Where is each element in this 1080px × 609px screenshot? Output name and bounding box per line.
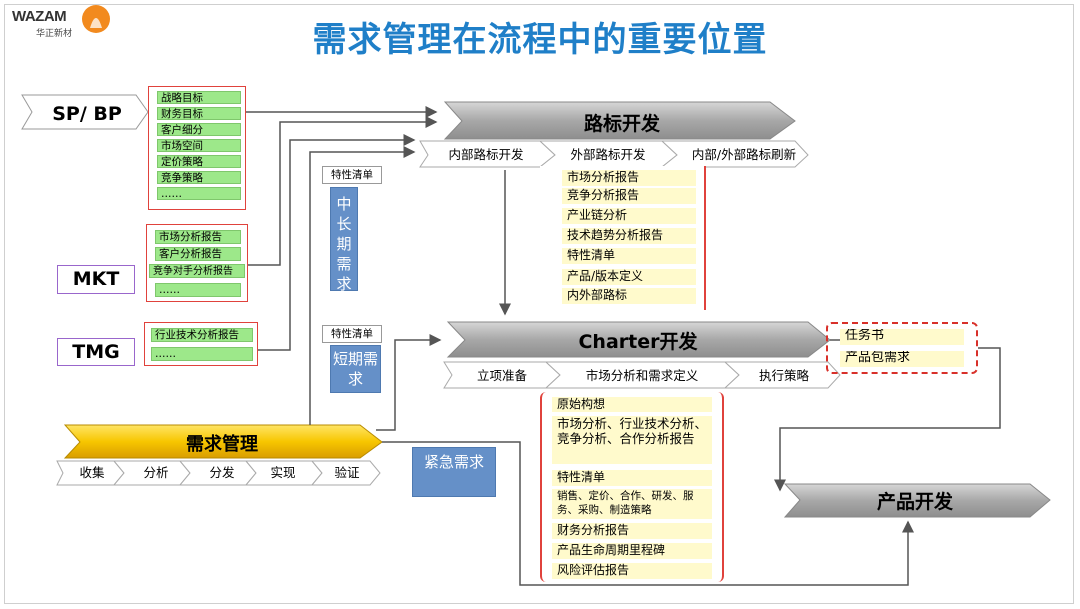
deliverable-task-book: 任务书	[840, 329, 964, 345]
product-dev-title: 产品开发	[877, 490, 954, 513]
roadmap-output: 产品/版本定义	[562, 269, 696, 285]
spbp-items-box: 战略目标 财务目标 客户细分 市场空间 定价策略 竞争策略 ……	[148, 86, 246, 210]
demand-arrow	[63, 424, 383, 459]
demand-step-5-shape	[310, 460, 381, 486]
roadmap-step-3-shape	[660, 140, 809, 168]
urgent-demand-box: 紧急需求	[412, 447, 496, 497]
product-dev-arrow	[783, 483, 1051, 518]
charter-step-2: 市场分析和需求定义	[586, 368, 699, 383]
roadmap-output: 竞争分析报告	[562, 188, 696, 204]
mkt-item: 客户分析报告	[155, 247, 241, 261]
mkt-item: 市场分析报告	[155, 230, 241, 244]
logo-subtitle: 华正新材	[36, 29, 73, 39]
charter-output: 产品生命周期里程碑	[552, 543, 712, 559]
spbp-item: 定价策略	[157, 155, 241, 168]
demand-step-4: 实现	[270, 465, 295, 480]
charter-output: 财务分析报告	[552, 523, 712, 539]
slide-frame	[4, 4, 1074, 604]
demand-step-1: 收集	[79, 465, 105, 480]
mkt-items-box: 市场分析报告 客户分析报告 竞争对手分析报告 ……	[146, 224, 248, 302]
demand-step-5: 验证	[334, 465, 360, 480]
roadmap-output: 技术趋势分析报告	[562, 228, 696, 244]
long-term-feature-list-tag: 特性清单	[322, 166, 382, 184]
charter-deliverables-box: 任务书 产品包需求	[826, 322, 978, 374]
spbp-item: 竞争策略	[157, 171, 241, 184]
charter-outputs-box: 原始构想 市场分析、行业技术分析、竞争分析、合作分析报告 特性清单 销售、定价、…	[540, 392, 724, 582]
tmg-items-box: 行业技术分析报告 ……	[144, 322, 258, 366]
spbp-chevron	[21, 94, 149, 130]
roadmap-step-3: 内部/外部路标刷新	[692, 147, 796, 162]
roadmap-outputs-box: 市场分析报告 竞争分析报告 产业链分析 技术趋势分析报告 特性清单 产品/版本定…	[540, 166, 706, 310]
roadmap-output: 产业链分析	[562, 208, 696, 224]
spbp-item: 客户细分	[157, 123, 241, 136]
deliverable-product-package-requirement: 产品包需求	[840, 351, 964, 367]
roadmap-output: 内外部路标	[562, 288, 696, 304]
roadmap-step-2: 外部路标开发	[570, 147, 646, 162]
mkt-item: ……	[155, 283, 241, 297]
spbp-item: 战略目标	[157, 91, 241, 104]
charter-output: 市场分析、行业技术分析、竞争分析、合作分析报告	[552, 416, 712, 464]
charter-output: 特性清单	[552, 470, 712, 486]
charter-step-3: 执行策略	[759, 368, 810, 383]
tmg-label: TMG	[57, 338, 135, 366]
tmg-item: ……	[151, 347, 253, 361]
spbp-item: ……	[157, 187, 241, 200]
short-term-demand-box: 短期需求	[330, 345, 381, 393]
spbp-label: SP/ BP	[52, 103, 122, 125]
roadmap-arrow	[443, 101, 796, 140]
mkt-item: 竞争对手分析报告	[149, 264, 245, 278]
charter-output: 原始构想	[552, 397, 712, 412]
charter-title: Charter开发	[578, 330, 698, 353]
charter-step-1: 立项准备	[477, 368, 528, 383]
roadmap-output: 市场分析报告	[562, 170, 696, 186]
spbp-item: 财务目标	[157, 107, 241, 120]
demand-title: 需求管理	[186, 433, 258, 455]
charter-arrow	[446, 321, 831, 358]
long-term-demand-box: 中长期需求	[330, 187, 358, 293]
spbp-item: 市场空间	[157, 139, 241, 152]
roadmap-output: 特性清单	[562, 248, 696, 264]
charter-output: 风险评估报告	[552, 563, 712, 579]
short-term-feature-list-tag: 特性清单	[322, 325, 382, 343]
tmg-item: 行业技术分析报告	[151, 328, 253, 342]
demand-step-3: 分发	[209, 465, 235, 480]
page-title: 需求管理在流程中的重要位置	[312, 20, 768, 60]
demand-step-2: 分析	[143, 465, 168, 480]
charter-step-3-shape	[723, 361, 841, 389]
roadmap-title: 路标开发	[584, 112, 661, 135]
logo-brand: WAZAM	[12, 8, 67, 25]
mkt-label: MKT	[57, 265, 135, 294]
charter-output: 销售、定价、合作、研发、服务、采购、制造策略	[552, 489, 712, 519]
roadmap-step-1: 内部路标开发	[448, 147, 524, 162]
